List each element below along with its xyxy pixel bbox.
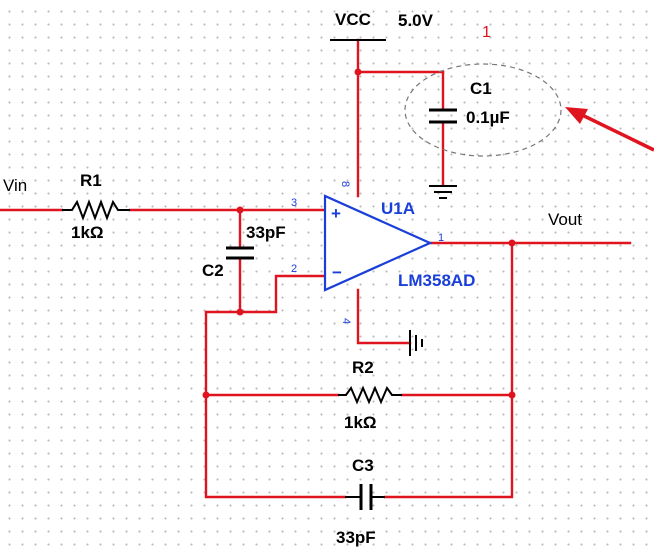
highlight-ellipse xyxy=(404,63,562,157)
junction-dot xyxy=(508,391,516,399)
pin-8-label: 8 xyxy=(339,181,351,187)
junction-dot xyxy=(202,391,210,399)
r1-ref: R1 xyxy=(80,171,102,190)
junction-dot xyxy=(508,239,516,247)
r2-ref: R2 xyxy=(352,358,374,377)
r1-value: 1kΩ xyxy=(71,223,104,242)
junction-dot xyxy=(236,308,244,316)
opamp-minus-sign: − xyxy=(332,263,342,282)
capacitor-c3 xyxy=(345,484,385,510)
u1-part: LM358AD xyxy=(398,271,475,290)
c2-ref: C2 xyxy=(202,261,224,280)
pin-3-label: 3 xyxy=(291,197,297,209)
annotation-number: 1 xyxy=(482,24,491,41)
c3-ref: C3 xyxy=(352,456,374,475)
pin-2-label: 2 xyxy=(291,263,297,275)
u1-ref: U1A xyxy=(381,199,415,218)
c1-ref: C1 xyxy=(470,79,492,98)
r2-value: 1kΩ xyxy=(344,413,377,432)
resistor-r1 xyxy=(62,199,130,221)
pin-4-label: 4 xyxy=(340,318,352,324)
junction-dot xyxy=(354,68,362,76)
pointer-arrow xyxy=(565,107,654,152)
resistor-r2 xyxy=(338,385,402,405)
c2-value: 33pF xyxy=(246,223,286,242)
pin-1-label: 1 xyxy=(438,232,444,244)
capacitor-c2 xyxy=(226,246,254,260)
capacitor-c1 xyxy=(429,108,457,124)
c1-value: 0.1µF xyxy=(466,108,510,127)
wire-minus-input xyxy=(204,274,347,499)
junction-dot xyxy=(236,206,244,214)
vout-label: Vout xyxy=(548,210,582,229)
ground-symbol-u1 xyxy=(409,330,423,356)
vcc-label: VCC xyxy=(335,10,371,29)
vcc-voltage: 5.0V xyxy=(398,11,434,30)
opamp-plus-sign: + xyxy=(331,204,341,223)
opamp-u1a xyxy=(323,194,433,292)
c3-value: 33pF xyxy=(336,528,376,547)
wire-c3-out xyxy=(383,241,514,499)
ground-symbol-c1 xyxy=(429,185,457,199)
vin-label: Vin xyxy=(3,176,27,195)
wire-gnd-pin4 xyxy=(356,288,412,345)
